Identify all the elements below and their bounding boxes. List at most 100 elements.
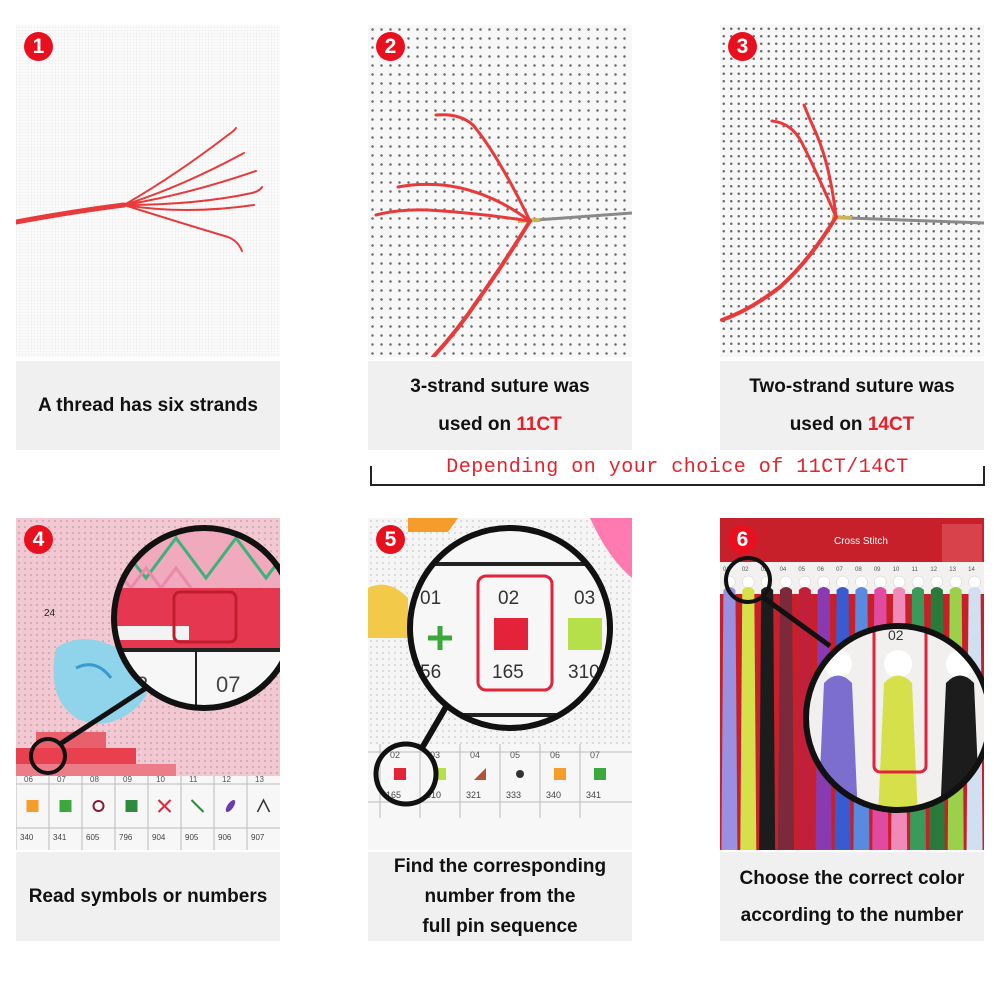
- count-11ct-highlight: 11CT: [516, 413, 562, 435]
- thread-bundle: [721, 587, 738, 850]
- key-code: 340: [20, 833, 34, 842]
- key-swatch: [394, 768, 406, 780]
- key-code: 905: [185, 833, 199, 842]
- zoom-code-165: 165: [492, 662, 524, 683]
- source-circle: [373, 741, 439, 807]
- bracket-line: [370, 484, 983, 486]
- key-number: 07: [57, 775, 66, 784]
- key-swatch: [554, 768, 566, 780]
- key-symbol: [26, 800, 39, 812]
- step-5-caption-line2: number from the: [424, 885, 576, 907]
- key-symbol: [125, 800, 138, 812]
- step-3-caption-prefix: used on: [789, 413, 868, 435]
- card-header: Cross Stitch: [834, 536, 888, 547]
- step-1-photo: 1: [16, 25, 280, 357]
- key-code: 165: [386, 790, 401, 800]
- card-hole: [798, 575, 812, 589]
- three-strand-needle-illustration: [374, 113, 632, 357]
- card-hole: [779, 575, 793, 589]
- key-number: 03: [430, 750, 440, 760]
- step-1-badge: 1: [24, 32, 53, 61]
- zoom-code-right: 07: [216, 672, 240, 697]
- bracket-right: [983, 466, 985, 486]
- key-code: 796: [119, 833, 133, 842]
- step-1-caption: A thread has six strands: [16, 361, 280, 450]
- card-number: 07: [836, 567, 843, 573]
- card-hole: [949, 575, 962, 589]
- source-circle: [724, 556, 772, 604]
- card-hole: [874, 575, 887, 589]
- step-5-caption: Find the corresponding number from the f…: [368, 852, 632, 941]
- card-number: 06: [817, 567, 824, 573]
- six-strand-thread-illustration: [16, 127, 263, 252]
- step-6-caption-line1: Choose the correct color: [739, 867, 965, 889]
- key-symbol: [190, 799, 205, 813]
- pattern-chart-illustration: 24 0634007341086050979610904119051290613…: [16, 518, 280, 850]
- key-number: 08: [90, 775, 99, 784]
- magnifier-circle: [407, 525, 613, 731]
- key-code: 341: [53, 833, 67, 842]
- step-6-badge: 6: [728, 525, 757, 554]
- key-symbol: [59, 800, 72, 812]
- key-number: 12: [222, 775, 231, 784]
- key-number: 10: [156, 775, 165, 784]
- key-symbol: [92, 800, 105, 812]
- source-circle: [29, 737, 67, 775]
- key-code: 333: [506, 790, 521, 800]
- key-number: 05: [510, 750, 520, 760]
- key-symbol: [157, 799, 172, 813]
- thread-bundle: [778, 587, 794, 850]
- magnifier-circle: [803, 623, 984, 813]
- key-code: 340: [546, 790, 561, 800]
- two-strand-needle-illustration: [720, 103, 984, 322]
- step-6-caption-line2: according to the number: [740, 904, 964, 926]
- key-number: 11: [189, 775, 198, 784]
- selected-code-highlight: [476, 574, 554, 692]
- step-2-caption: 3-strand suture was used on 11CT: [368, 361, 632, 450]
- step-5-caption-line1: Find the corresponding: [393, 855, 607, 877]
- step-5-caption-line3: full pin sequence: [422, 915, 578, 937]
- card-number: 13: [949, 567, 956, 573]
- card-hole: [892, 575, 906, 589]
- step-3-caption-line1: Two-strand suture was: [749, 375, 955, 397]
- step-3-photo: 3: [720, 25, 984, 357]
- step-4-caption-text: Read symbols or numbers: [28, 885, 268, 907]
- thread-bundle: [759, 587, 776, 850]
- step-2-photo: 2: [368, 25, 632, 357]
- key-code: 907: [251, 833, 265, 842]
- key-symbol: [225, 800, 236, 812]
- card-hole: [911, 575, 925, 589]
- fabric-count-choice-note: Depending on your choice of 11CT/14CT: [370, 456, 985, 488]
- card-number: 12: [930, 567, 937, 573]
- key-number: 02: [390, 750, 400, 760]
- key-swatch: [594, 768, 606, 780]
- card-hole: [968, 575, 981, 589]
- key-code: 605: [86, 833, 100, 842]
- key-symbol: [256, 798, 271, 813]
- step-3-badge: 3: [728, 32, 757, 61]
- card-hole: [930, 575, 944, 589]
- card-number: 02: [742, 567, 749, 573]
- key-code: 321: [466, 790, 481, 800]
- selected-color-highlight: [872, 626, 928, 774]
- step-3-caption-line2: used on 14CT: [790, 406, 915, 444]
- key-code: 904: [152, 833, 166, 842]
- key-number: 06: [550, 750, 560, 760]
- step-2-caption-prefix: used on: [438, 413, 517, 435]
- card-number: 05: [798, 567, 805, 573]
- key-number: 04: [470, 750, 480, 760]
- step-4-badge: 4: [24, 525, 53, 554]
- card-number: 10: [893, 567, 900, 573]
- card-number: 04: [780, 567, 787, 573]
- card-number: 14: [968, 567, 975, 573]
- step-4-caption: Read symbols or numbers: [16, 852, 280, 941]
- step-2-caption-line2: used on 11CT: [438, 406, 562, 444]
- card-number: 08: [855, 567, 862, 573]
- choice-note-text: Depending on your choice of 11CT/14CT: [446, 456, 909, 479]
- pattern-number-label: 24: [44, 608, 56, 619]
- key-number: 07: [590, 750, 600, 760]
